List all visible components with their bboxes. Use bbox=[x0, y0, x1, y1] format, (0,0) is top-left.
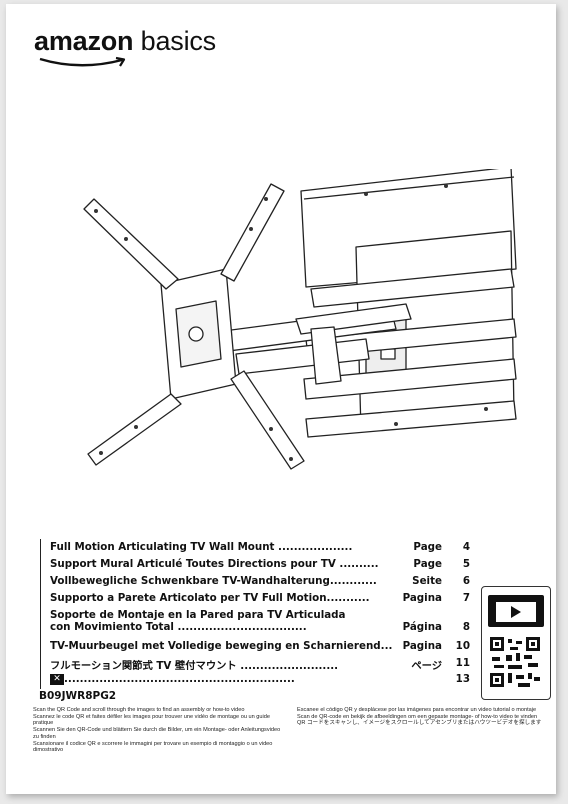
toc-title: Supporto a Parete Articolato per TV Full… bbox=[50, 592, 370, 604]
table-of-contents: Full Motion Articulating TV Wall Mount .… bbox=[40, 539, 471, 689]
toc-title: フルモーション関節式 TV 壁付マウント ...................… bbox=[50, 660, 339, 672]
toc-title: Vollbewegliche Schwenkbare TV-Wandhalter… bbox=[50, 575, 377, 587]
toc-label: Pagina bbox=[402, 592, 442, 604]
toc-row[interactable]: ✕.......................................… bbox=[50, 673, 470, 685]
toc-row[interactable]: フルモーション関節式 TV 壁付マウント ...................… bbox=[50, 657, 470, 672]
note-text: Scan the QR Code and scroll through the … bbox=[33, 707, 245, 713]
qr-instructions-right: Escanee el código QR y desplácese por la… bbox=[297, 707, 542, 727]
toc-page: 13 bbox=[455, 673, 470, 685]
toc-page: 4 bbox=[462, 541, 470, 553]
qr-video-panel[interactable] bbox=[481, 586, 551, 700]
video-play-icon bbox=[488, 590, 544, 627]
brand-logo: amazon basics bbox=[34, 26, 234, 76]
tool-icon: ✕ bbox=[50, 673, 64, 685]
toc-page: 8 bbox=[462, 621, 470, 633]
toc-row[interactable]: Support Mural Articulé Toutes Directions… bbox=[50, 558, 470, 570]
toc-title-line2: con Movimiento Total ...................… bbox=[50, 621, 307, 633]
toc-row[interactable]: Full Motion Articulating TV Wall Mount .… bbox=[50, 541, 470, 553]
note-text: Scan de QR-code en bekijk de afbeeldinge… bbox=[297, 713, 538, 720]
qr-code-icon bbox=[490, 637, 540, 687]
toc-row[interactable]: Supporto a Parete Articolato per TV Full… bbox=[50, 592, 470, 604]
note-text: Escanee el código QR y desplácese por la… bbox=[297, 707, 537, 713]
tv-wall-mount-illustration bbox=[83, 169, 517, 470]
toc-page: 10 bbox=[455, 640, 470, 652]
toc-row[interactable]: TV-Muurbeugel met Volledige beweging en … bbox=[50, 640, 470, 652]
brand-bold: amazon bbox=[34, 26, 134, 56]
manual-cover: amazon basics bbox=[6, 4, 556, 794]
toc-title-line1: Soporte de Montaje en la Pared para TV A… bbox=[50, 609, 346, 621]
toc-page: 5 bbox=[462, 558, 470, 570]
toc-label: Pagina bbox=[402, 640, 442, 652]
brand-light: basics bbox=[140, 26, 217, 56]
note-text: Scannen Sie den QR-Code und blättern Sie… bbox=[33, 727, 281, 740]
toc-title: Full Motion Articulating TV Wall Mount .… bbox=[50, 541, 353, 553]
amazon-smile-logo-icon bbox=[39, 56, 126, 67]
toc-title: TV-Muurbeugel met Volledige beweging en … bbox=[50, 640, 393, 652]
toc-row[interactable]: Vollbewegliche Schwenkbare TV-Wandhalter… bbox=[50, 575, 470, 587]
toc-page: 6 bbox=[462, 575, 470, 587]
toc-label: Seite bbox=[412, 575, 442, 587]
toc-title: Support Mural Articulé Toutes Directions… bbox=[50, 558, 379, 570]
toc-row[interactable]: Soporte de Montaje en la Pared para TV A… bbox=[50, 609, 470, 633]
note-text: Scannez le code QR et faites défiler les… bbox=[33, 713, 270, 727]
note-text: Scansionare il codice QR e scorrere le i… bbox=[33, 740, 273, 754]
qr-instructions-left: Scan the QR Code and scroll through the … bbox=[33, 707, 283, 754]
note-text: QR コードをスキャンし、イメージをスクロールしてアセンブリまたはハウツービデオ… bbox=[297, 720, 542, 727]
toc-label: Page bbox=[413, 541, 442, 553]
toc-label: ページ bbox=[411, 660, 442, 672]
toc-title: ........................................… bbox=[64, 673, 295, 685]
product-sku: B09JWR8PG2 bbox=[39, 690, 117, 702]
toc-label: Página bbox=[402, 621, 442, 633]
toc-page: 7 bbox=[462, 592, 470, 604]
toc-page: 11 bbox=[455, 657, 470, 669]
toc-label: Page bbox=[413, 558, 442, 570]
